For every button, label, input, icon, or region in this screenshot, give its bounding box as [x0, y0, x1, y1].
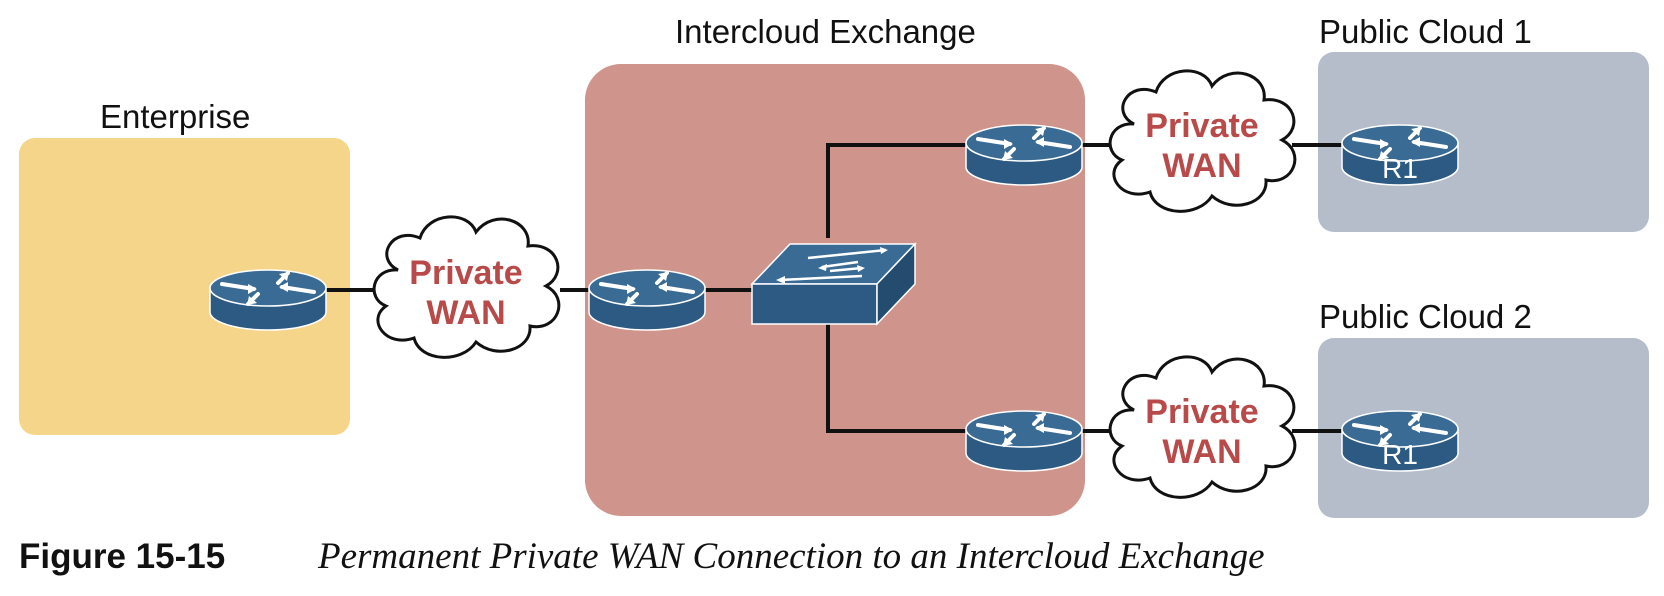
switch-icon [750, 242, 917, 326]
link-switch-to-top-router [826, 143, 968, 238]
public-cloud-1-box [1318, 52, 1649, 232]
link-switch-to-bottom-router [826, 322, 968, 433]
exchange-bottom-router-icon [964, 409, 1084, 473]
enterprise-wan-line1: Private [409, 254, 522, 292]
cloud1-wan-line1: Private [1145, 107, 1258, 145]
enterprise-box [19, 138, 350, 435]
cloud2-wan-line1: Private [1145, 393, 1258, 431]
enterprise-router-icon [208, 268, 328, 332]
cloud2-r1-label: R1 [1382, 439, 1418, 470]
exchange-router-icon [587, 268, 707, 332]
public-cloud-1-label: Public Cloud 1 [1319, 13, 1532, 50]
figure-caption: Permanent Private WAN Connection to an I… [317, 536, 1265, 577]
enterprise-label: Enterprise [100, 98, 250, 135]
enterprise-wan-line2: WAN [426, 294, 505, 332]
cloud1-wan-line2: WAN [1162, 147, 1241, 185]
intercloud-exchange-label: Intercloud Exchange [675, 13, 976, 50]
connection-lines [325, 143, 1342, 433]
exchange-top-router-icon [964, 123, 1084, 187]
public-cloud-2-label: Public Cloud 2 [1319, 298, 1532, 335]
figure-number: Figure 15-15 [19, 537, 225, 576]
public-cloud-2-box [1318, 338, 1649, 518]
cloud2-wan-line2: WAN [1162, 433, 1241, 471]
cloud1-r1-label: R1 [1382, 153, 1418, 184]
